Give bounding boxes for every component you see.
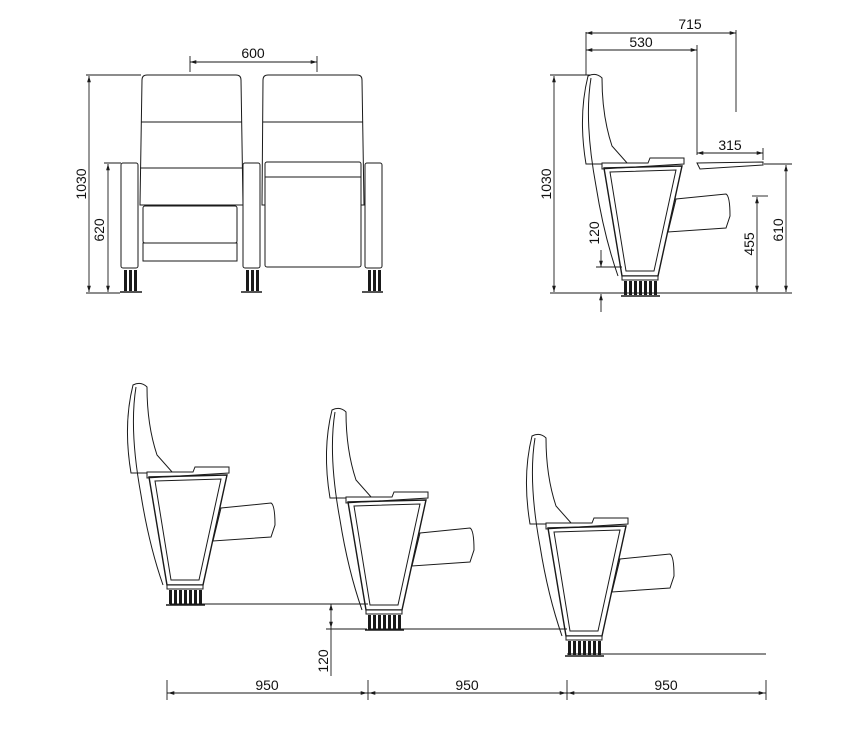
dim-455: 455 (741, 232, 757, 256)
row-view: 120 950 950 950 (126, 382, 767, 700)
dim-950-3: 950 (654, 677, 678, 693)
dim-950-2: 950 (455, 677, 479, 693)
dim-1030-front: 1030 (73, 168, 89, 199)
dim-715: 715 (678, 16, 702, 32)
dim-530: 530 (629, 34, 653, 50)
side-view: 715 530 315 1030 120 455 610 (538, 16, 792, 312)
dim-120-row: 120 (315, 649, 331, 673)
dim-1030-side: 1030 (538, 168, 554, 199)
dim-950-1: 950 (255, 677, 279, 693)
dim-600: 600 (241, 45, 265, 61)
dim-315: 315 (718, 137, 742, 153)
dim-610: 610 (770, 218, 786, 242)
dim-620: 620 (91, 218, 107, 242)
front-view: 600 1030 620 (73, 45, 383, 294)
dim-120-side: 120 (586, 221, 602, 245)
